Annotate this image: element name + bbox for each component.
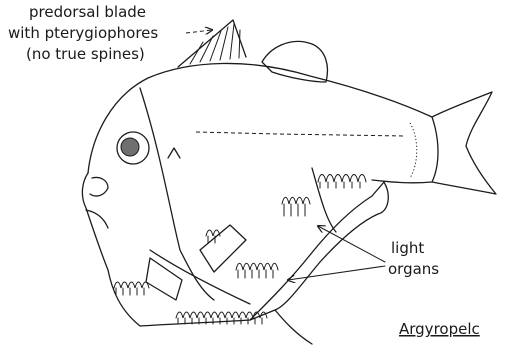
- species-name-label: Argyropelc: [399, 320, 480, 338]
- eye: [121, 138, 139, 156]
- light-organs-arrow-lower: [288, 266, 385, 280]
- head-jaw: [82, 173, 312, 344]
- dorsal-fin: [262, 41, 327, 82]
- body-outline: [88, 63, 438, 182]
- light-organs-label-line2: organs: [388, 260, 439, 278]
- photophore-cluster-mid: [282, 197, 310, 216]
- tail-fin: [432, 92, 496, 194]
- predorsal-blade: [178, 20, 246, 67]
- predorsal-arrow: [186, 30, 212, 33]
- photophore-row-throat: [206, 230, 220, 243]
- ventral-keel: [250, 182, 388, 320]
- photophore-row-jaw: [114, 282, 149, 295]
- photophore-row-middle: [236, 263, 278, 278]
- predorsal-label-line3: (no true spines): [26, 45, 145, 63]
- predorsal-label-line1: predorsal blade: [29, 3, 146, 21]
- light-organs-label-line1: light: [391, 239, 424, 257]
- predorsal-label-line2: with pterygiophores: [8, 24, 158, 42]
- photophore-row-upper: [318, 175, 366, 189]
- lateral-line: [196, 132, 404, 136]
